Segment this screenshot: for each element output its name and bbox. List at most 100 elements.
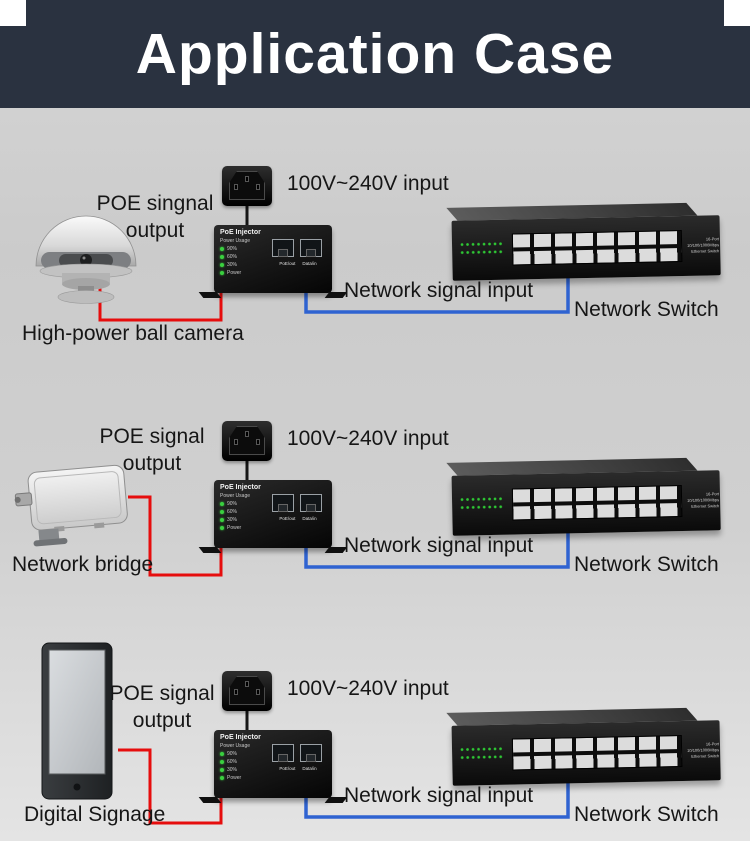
injector-led-row: 30%: [220, 262, 278, 268]
power-input-label: 100V~240V input: [287, 172, 449, 195]
poe-injector-device: PoE Injector Power Usage 90% 60% 30% Pow…: [198, 480, 348, 553]
injector-flange: [198, 292, 222, 298]
injector-ports: PoE/out Data/in: [272, 744, 324, 771]
injector-led-row: 90%: [220, 751, 278, 757]
level-label: 90%: [227, 246, 238, 252]
plug-pin: [234, 689, 238, 695]
bridge-bracket: [38, 528, 60, 543]
bridge-mount: [33, 537, 68, 547]
network-switch-label: Network Switch: [574, 298, 719, 321]
switch-led-matrix: [459, 241, 505, 259]
poe-output-line1: POE signal: [99, 425, 205, 448]
green-led-icon: [220, 271, 224, 275]
switch-port-grid: [511, 484, 683, 521]
plug-pin: [245, 681, 249, 687]
poe-output-label: POE singnal output: [75, 190, 235, 245]
switch-model-line2: Ethernet Switch: [691, 503, 720, 509]
switch-model-text: 16-Port 10/100/1000Mbps Ethernet Switch: [687, 236, 719, 255]
switch-model-line2: Ethernet Switch: [691, 248, 720, 254]
corner-decoration-right: [724, 0, 750, 26]
port-in-label: Data/in: [302, 261, 317, 266]
poe-output-line2: output: [132, 709, 192, 733]
injector-title: PoE Injector: [220, 229, 261, 236]
rj45-port-data-in: [300, 239, 322, 257]
injector-led-row: 60%: [220, 254, 278, 260]
port-in-label: Data/in: [302, 516, 317, 521]
device-label: Network bridge: [12, 553, 154, 576]
power-led-label: Power: [227, 270, 242, 276]
injector-power-row: Power: [220, 270, 278, 276]
power-led-label: Power: [227, 775, 242, 781]
injector-panel: PoE Injector Power Usage 90% 60% 30% Pow…: [220, 734, 278, 781]
switch-front-face: 16-Port 10/100/1000Mbps Ethernet Switch: [451, 215, 721, 281]
switch-led-matrix: [459, 496, 505, 514]
poe-output-line1: POE singnal: [96, 192, 214, 215]
poe-output-label: POE signal output: [82, 680, 242, 735]
injector-led-row: 30%: [220, 767, 278, 773]
switch-front-face: 16-Port 10/100/1000Mbps Ethernet Switch: [451, 470, 721, 536]
application-case-bridge: 100V~240V input PoE Injector Power Usage…: [0, 385, 750, 635]
injector-power-row: Power: [220, 775, 278, 781]
green-led-icon: [220, 510, 224, 514]
poe-output-line1: POE signal: [109, 682, 215, 705]
injector-panel: PoE Injector Power Usage 90% 60% 30% Pow…: [220, 229, 278, 276]
plug-pin: [234, 439, 238, 445]
green-led-icon: [220, 776, 224, 780]
green-led-icon: [220, 255, 224, 259]
plug-pin: [245, 176, 249, 182]
camera-base-bottom: [62, 278, 110, 290]
injector-usage-label: Power Usage: [220, 493, 251, 499]
network-bridge-graphic: [14, 464, 128, 547]
injector-ports: PoE/out Data/in: [272, 494, 324, 521]
camera-foot: [57, 290, 115, 304]
green-led-icon: [220, 247, 224, 251]
port-in-label: Data/in: [302, 766, 317, 771]
level-label: 30%: [227, 767, 238, 773]
rj45-port-poe-out: [272, 744, 294, 762]
port-out-label: PoE/out: [279, 766, 296, 771]
injector-led-row: 90%: [220, 501, 278, 507]
port-out-label: PoE/out: [279, 516, 296, 521]
signage-screen: [48, 649, 106, 775]
rj45-port-poe-out: [272, 239, 294, 257]
bridge-clip: [94, 522, 105, 529]
green-led-icon: [220, 760, 224, 764]
power-led-label: Power: [227, 525, 242, 531]
plug-pin: [256, 184, 260, 190]
switch-front-face: 16-Port 10/100/1000Mbps Ethernet Switch: [451, 720, 721, 786]
application-case-signage: 100V~240V input PoE Injector Power Usage…: [0, 635, 750, 841]
switch-model-text: 16-Port 10/100/1000Mbps Ethernet Switch: [687, 491, 719, 510]
switch-led-matrix: [459, 746, 505, 764]
network-switch-label: Network Switch: [574, 553, 719, 576]
power-plug-icon: [222, 166, 272, 206]
injector-flange: [198, 547, 222, 553]
green-led-icon: [220, 502, 224, 506]
bridge-seam: [33, 471, 122, 525]
injector-led-row: 60%: [220, 509, 278, 515]
device-label: High-power ball camera: [22, 322, 244, 345]
rj45-port-data-in: [300, 494, 322, 512]
lens-highlight: [82, 256, 86, 260]
injector-usage-label: Power Usage: [220, 743, 251, 749]
power-input-label: 100V~240V input: [287, 677, 449, 700]
switch-model-text: 16-Port 10/100/1000Mbps Ethernet Switch: [687, 741, 719, 760]
poe-output-label: POE signal output: [72, 423, 232, 478]
connector-port: [14, 496, 21, 503]
network-switch-label: Network Switch: [574, 803, 719, 826]
green-led-icon: [220, 263, 224, 267]
green-led-icon: [220, 768, 224, 772]
rj45-port-data-in: [300, 744, 322, 762]
rj45-port-poe-out: [272, 494, 294, 512]
network-input-label: Network signal input: [344, 534, 534, 557]
injector-led-row: 30%: [220, 517, 278, 523]
poe-injector-device: PoE Injector Power Usage 90% 60% 30% Pow…: [198, 730, 348, 803]
poe-injector-device: PoE Injector Power Usage 90% 60% 30% Pow…: [198, 225, 348, 298]
plug-pin: [234, 184, 238, 190]
switch-model-line1: 16-Port 10/100/1000Mbps: [687, 741, 720, 753]
level-label: 30%: [227, 517, 238, 523]
network-switch-device: 16-Port 10/100/1000Mbps Ethernet Switch: [446, 707, 721, 786]
switch-model-line1: 16-Port 10/100/1000Mbps: [687, 236, 720, 248]
power-plug-icon: [222, 671, 272, 711]
power-plug-icon: [222, 421, 272, 461]
